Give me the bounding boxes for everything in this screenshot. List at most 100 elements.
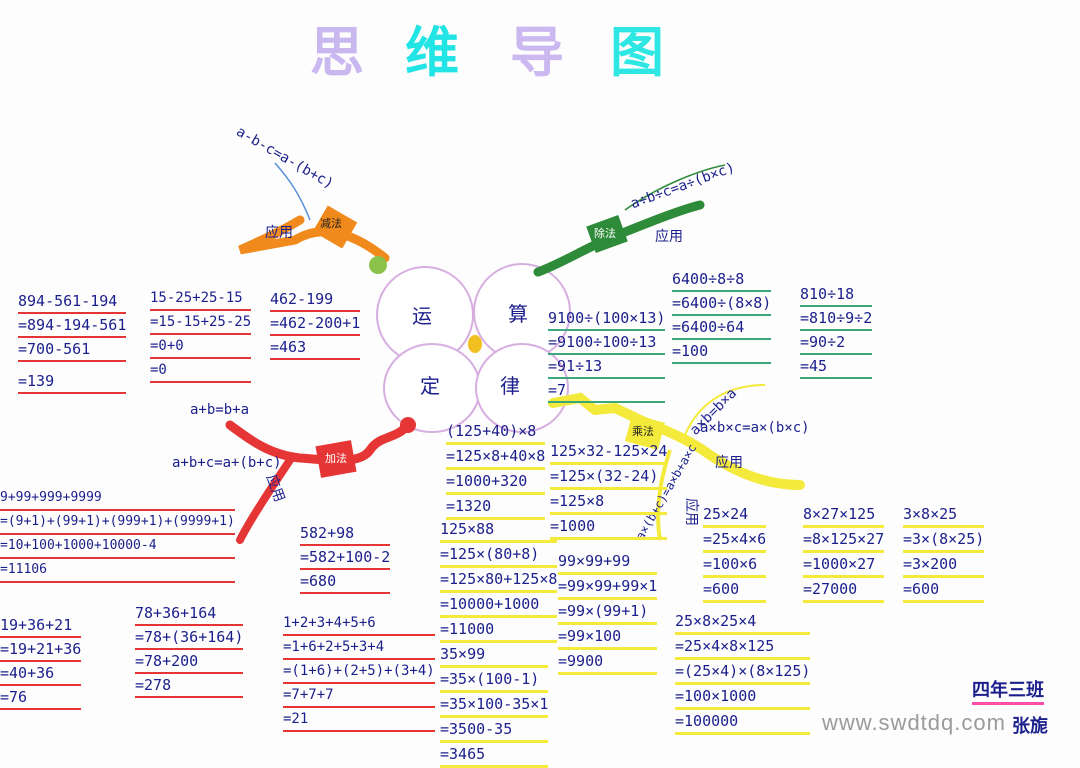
calc-block-9: 9+99+999+9999 =(9+1)+(99+1)+(999+1)+(999…: [0, 487, 235, 583]
multiplication-label-box: [624, 414, 666, 450]
calc-block-16: 19+36+21 =19+21+36 =40+36 =76: [0, 614, 82, 710]
calc-block-14: 8×27×125 =8×125×27 =1000×27 =27000: [803, 503, 885, 603]
calc-block-5: 6400÷8÷8 =6400÷(8×8) =6400÷64 =100: [672, 268, 772, 364]
calc-line: =1+6+2+5+3+4: [283, 636, 435, 660]
calc-block-1: 894-561-194 =894-194-561 =700-561 =139: [18, 290, 127, 394]
calc-line: 125×32-125×24: [550, 440, 668, 465]
calc-line: (125+40)×8: [446, 420, 546, 445]
calc-line: =25×4×6: [703, 528, 767, 553]
calc-block-11: 125×88 =125×(80+8) =125×80+125×8 =10000+…: [440, 518, 558, 643]
subtraction-apply-label: 应用: [265, 225, 293, 241]
addition-name-label: 加法: [325, 452, 347, 465]
calc-line: =78+200: [135, 650, 244, 674]
calc-line: =9100÷100÷13: [548, 331, 666, 355]
division-apply-label: 应用: [655, 229, 683, 245]
calc-block-8: 125×32-125×24 =125×(32-24) =125×8 =1000: [550, 440, 668, 540]
calc-line: =25×4×8×125: [675, 635, 811, 660]
calc-block-17: 78+36+164 =78+(36+164) =78+200 =278: [135, 602, 244, 698]
calc-line: =3500-35: [440, 718, 549, 743]
petal-text-2: 算: [508, 302, 528, 326]
calc-line: =76: [0, 686, 82, 710]
student-name: 张旎: [1012, 716, 1048, 737]
multiplication-apply-label: 应用: [715, 455, 743, 471]
calc-line: =45: [800, 355, 873, 379]
calc-line: =40+36: [0, 662, 82, 686]
calc-line: 9+99+999+9999: [0, 487, 235, 511]
multiplication-apply-label-2: 应用: [683, 498, 699, 526]
calc-block-3: 462-199 =462-200+1 =463: [270, 288, 361, 360]
calc-line: 582+98: [300, 522, 391, 546]
calc-line: =600: [703, 578, 767, 603]
calc-line: =1320: [446, 495, 546, 520]
multiplication-formula-2: a×b×c=a×(b×c): [700, 420, 810, 436]
class-name: 四年三班: [972, 676, 1044, 705]
green-branch: [533, 200, 705, 277]
petal-bottom-right: [475, 343, 569, 433]
calc-line: =35×(100-1): [440, 668, 549, 693]
calc-line: 9100÷(100×13): [548, 307, 666, 331]
calc-line: =3×200: [903, 553, 985, 578]
calc-line: =11106: [0, 559, 235, 583]
flower-center: [468, 335, 482, 353]
calc-line: =91÷13: [548, 355, 666, 379]
calc-line: =11000: [440, 618, 558, 643]
calc-line: =600: [903, 578, 985, 603]
calc-line: =100×1000: [675, 685, 811, 710]
division-label-box: [586, 215, 628, 253]
title-char-3: 导: [510, 20, 564, 84]
calc-line: 3×8×25: [903, 503, 985, 528]
calc-line: =78+(36+164): [135, 626, 244, 650]
calc-block-10: 582+98 =582+100-2 =680: [300, 522, 391, 594]
red-branch-bud: [400, 417, 416, 433]
calc-line: =99×99+99×1: [558, 575, 658, 600]
calc-line: =6400÷64: [672, 316, 772, 340]
calc-block-6: 810÷18 =810÷9÷2 =90÷2 =45: [800, 283, 873, 379]
calc-line: 35×99: [440, 643, 549, 668]
calc-line: 894-561-194: [18, 290, 127, 314]
calc-block-13: 25×24 =25×4×6 =100×6 =600: [703, 503, 767, 603]
calc-line: 19+36+21: [0, 614, 82, 638]
calc-line: =139: [18, 370, 127, 394]
calc-block-19: 35×99 =35×(100-1) =35×100-35×1 =3500-35 …: [440, 643, 549, 768]
calc-line: 810÷18: [800, 283, 873, 307]
calc-line: =35×100-35×1: [440, 693, 549, 718]
petal-text-1: 运: [412, 304, 432, 328]
calc-block-4: 9100÷(100×13) =9100÷100÷13 =91÷13 =7: [548, 307, 666, 403]
calc-line: =10+100+1000+10000-4: [0, 535, 235, 559]
division-name-label: 除法: [594, 227, 616, 240]
calc-line: =100×6: [703, 553, 767, 578]
calc-line: =1000: [550, 515, 668, 540]
calc-line: 25×8×25×4: [675, 610, 811, 635]
calc-line: =700-561: [18, 338, 127, 362]
calc-line: 8×27×125: [803, 503, 885, 528]
calc-line: 462-199: [270, 288, 361, 312]
subtraction-name-label: 减法: [320, 217, 342, 230]
calc-line: =15-15+25-25: [150, 311, 252, 335]
calc-line: =99×100: [558, 625, 658, 650]
center-flower: [376, 263, 571, 433]
calc-line: =278: [135, 674, 244, 698]
calc-line: =125×8: [550, 490, 668, 515]
calc-line: =100: [672, 340, 772, 364]
title-char-2: 维: [405, 20, 459, 84]
calc-line: 25×24: [703, 503, 767, 528]
calc-line: =463: [270, 336, 361, 360]
calc-line: =(1+6)+(2+5)+(3+4): [283, 660, 435, 684]
title-char-4: 图: [610, 20, 664, 84]
calc-line: =0: [150, 359, 252, 383]
calc-line: =1000+320: [446, 470, 546, 495]
calc-line: =1000×27: [803, 553, 885, 578]
calc-line: =27000: [803, 578, 885, 603]
calc-line: =10000+1000: [440, 593, 558, 618]
calc-line: =894-194-561: [18, 314, 127, 338]
calc-line: =462-200+1: [270, 312, 361, 336]
calc-block-18: 1+2+3+4+5+6 =1+6+2+5+3+4 =(1+6)+(2+5)+(3…: [283, 612, 435, 732]
calc-block-20: 25×8×25×4 =25×4×8×125 =(25×4)×(8×125) =1…: [675, 610, 811, 735]
orange-branch-bud: [369, 256, 387, 274]
calc-line: 125×88: [440, 518, 558, 543]
calc-line: =99×(99+1): [558, 600, 658, 625]
addition-formula-2: a+b+c=a+(b+c): [172, 455, 282, 471]
calc-line: 6400÷8÷8: [672, 268, 772, 292]
calc-line: =125×8+40×8: [446, 445, 546, 470]
